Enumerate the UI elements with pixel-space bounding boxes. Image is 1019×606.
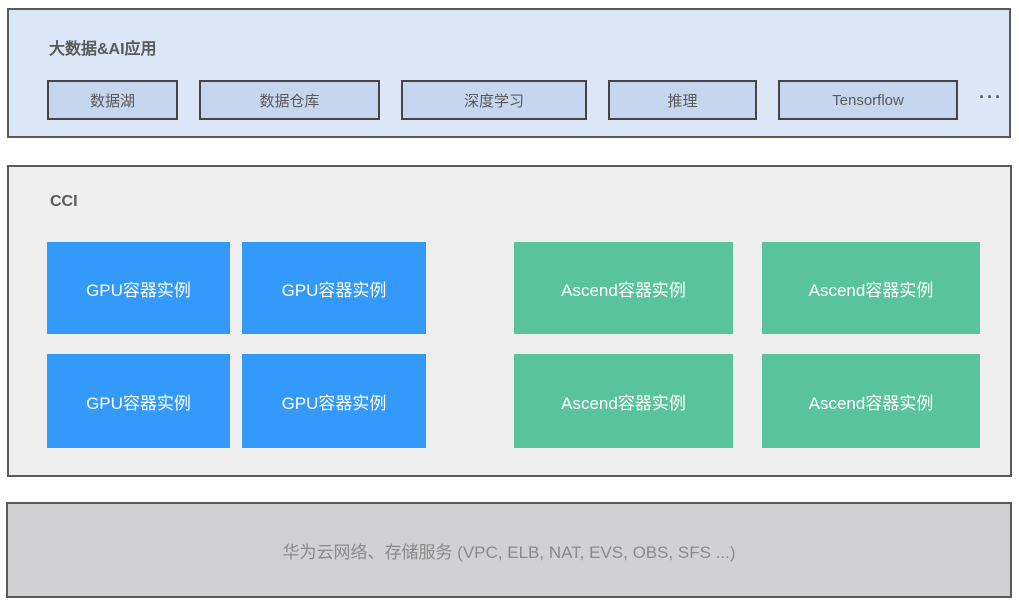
ascend-instance-box: Ascend容器实例 (762, 354, 980, 448)
gpu-instance-box: GPU容器实例 (47, 354, 230, 448)
app-item-deep-learning: 深度学习 (401, 80, 587, 120)
cci-panel: CCI GPU容器实例 GPU容器实例 Ascend容器实例 Ascend容器实… (7, 165, 1012, 477)
ascend-instance-box: Ascend容器实例 (762, 242, 980, 334)
infra-label: 华为云网络、存储服务 (VPC, ELB, NAT, EVS, OBS, SFS… (282, 542, 736, 562)
app-item-data-warehouse: 数据仓库 (199, 80, 380, 120)
ascend-instance-box: Ascend容器实例 (514, 242, 733, 334)
gpu-instance-box: GPU容器实例 (242, 354, 426, 448)
cci-title: CCI (50, 193, 78, 210)
app-item-data-lake: 数据湖 (47, 80, 178, 120)
infra-panel: 华为云网络、存储服务 (VPC, ELB, NAT, EVS, OBS, SFS… (6, 502, 1012, 598)
app-item-row: 数据湖 数据仓库 深度学习 推理 Tensorflow ··· (47, 80, 1003, 120)
gpu-instance-box: GPU容器实例 (47, 242, 230, 334)
app-layer-panel: 大数据&AI应用 数据湖 数据仓库 深度学习 推理 Tensorflow ··· (7, 8, 1011, 138)
app-layer-title: 大数据&AI应用 (49, 41, 157, 58)
app-item-inference: 推理 (608, 80, 757, 120)
ellipsis-more-icon: ··· (979, 87, 1003, 107)
app-item-tensorflow: Tensorflow (778, 80, 958, 120)
gpu-instance-box: GPU容器实例 (242, 242, 426, 334)
ascend-instance-box: Ascend容器实例 (514, 354, 733, 448)
